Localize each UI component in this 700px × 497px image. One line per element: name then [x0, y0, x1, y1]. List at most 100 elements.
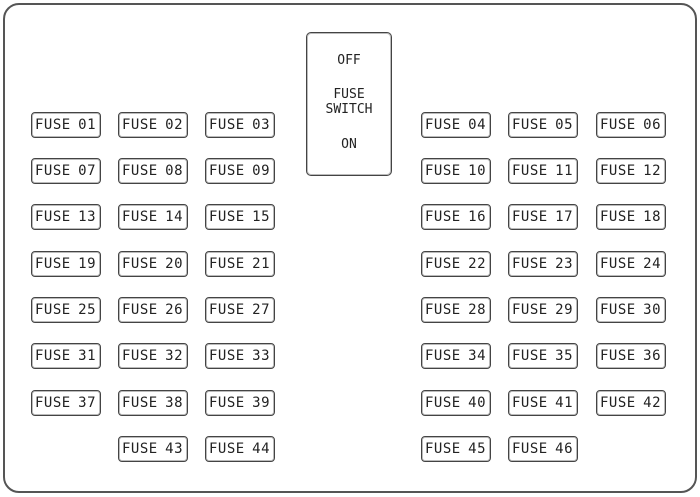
- fuse-label: FUSE: [512, 163, 548, 179]
- fuse-number: 14: [165, 209, 183, 225]
- fuse-44[interactable]: FUSE 44: [205, 436, 275, 462]
- fuse-number: 32: [165, 348, 183, 364]
- fuse-01[interactable]: FUSE 01: [31, 112, 101, 138]
- fuse-switch[interactable]: OFF FUSE SWITCH ON: [306, 32, 392, 176]
- fuse-label: FUSE: [512, 302, 548, 318]
- fuse-label: FUSE: [35, 117, 71, 133]
- fuse-32[interactable]: FUSE 32: [118, 343, 188, 369]
- fuse-number: 06: [643, 117, 661, 133]
- fuse-label: FUSE: [122, 348, 158, 364]
- fuse-label: FUSE: [209, 163, 245, 179]
- fuse-number: 07: [78, 163, 96, 179]
- fuse-label: FUSE: [425, 302, 461, 318]
- fuse-label: FUSE: [209, 256, 245, 272]
- fuse-number: 36: [643, 348, 661, 364]
- fuse-label: FUSE: [35, 395, 71, 411]
- fuse-number: 18: [643, 209, 661, 225]
- fuse-40[interactable]: FUSE 40: [421, 390, 491, 416]
- fuse-26[interactable]: FUSE 26: [118, 297, 188, 323]
- fuse-label: FUSE: [512, 256, 548, 272]
- switch-name-line2: SWITCH: [325, 102, 373, 117]
- fuse-number: 43: [165, 441, 183, 457]
- fuse-36[interactable]: FUSE 36: [596, 343, 666, 369]
- fuse-46[interactable]: FUSE 46: [508, 436, 578, 462]
- fuse-13[interactable]: FUSE 13: [31, 204, 101, 230]
- fuse-number: 27: [252, 302, 270, 318]
- fuse-number: 44: [252, 441, 270, 457]
- fuse-label: FUSE: [122, 302, 158, 318]
- fuse-label: FUSE: [425, 209, 461, 225]
- fuse-number: 46: [555, 441, 573, 457]
- fuse-21[interactable]: FUSE 21: [205, 251, 275, 277]
- fuse-number: 13: [78, 209, 96, 225]
- fuse-label: FUSE: [425, 163, 461, 179]
- fuse-label: FUSE: [512, 209, 548, 225]
- fuse-number: 09: [252, 163, 270, 179]
- fuse-number: 26: [165, 302, 183, 318]
- switch-name: FUSE SWITCH: [307, 87, 391, 117]
- fuse-label: FUSE: [425, 395, 461, 411]
- fuse-label: FUSE: [512, 441, 548, 457]
- fuse-number: 15: [252, 209, 270, 225]
- fuse-number: 38: [165, 395, 183, 411]
- fuse-number: 01: [78, 117, 96, 133]
- fuse-number: 16: [468, 209, 486, 225]
- fuse-label: FUSE: [35, 302, 71, 318]
- fuse-label: FUSE: [209, 441, 245, 457]
- fuse-label: FUSE: [209, 395, 245, 411]
- fuse-number: 35: [555, 348, 573, 364]
- fuse-label: FUSE: [600, 163, 636, 179]
- fuse-09[interactable]: FUSE 09: [205, 158, 275, 184]
- fuse-label: FUSE: [209, 209, 245, 225]
- fuse-number: 30: [643, 302, 661, 318]
- fuse-label: FUSE: [425, 441, 461, 457]
- fuse-number: 02: [165, 117, 183, 133]
- switch-on-label: ON: [341, 137, 357, 152]
- fuse-number: 40: [468, 395, 486, 411]
- fuse-label: FUSE: [600, 395, 636, 411]
- fuse-15[interactable]: FUSE 15: [205, 204, 275, 230]
- fuse-number: 33: [252, 348, 270, 364]
- fuse-14[interactable]: FUSE 14: [118, 204, 188, 230]
- fuse-label: FUSE: [425, 117, 461, 133]
- fuse-number: 21: [252, 256, 270, 272]
- fuse-16[interactable]: FUSE 16: [421, 204, 491, 230]
- fuse-label: FUSE: [600, 348, 636, 364]
- fuse-label: FUSE: [35, 348, 71, 364]
- fuse-label: FUSE: [35, 209, 71, 225]
- fuse-label: FUSE: [122, 209, 158, 225]
